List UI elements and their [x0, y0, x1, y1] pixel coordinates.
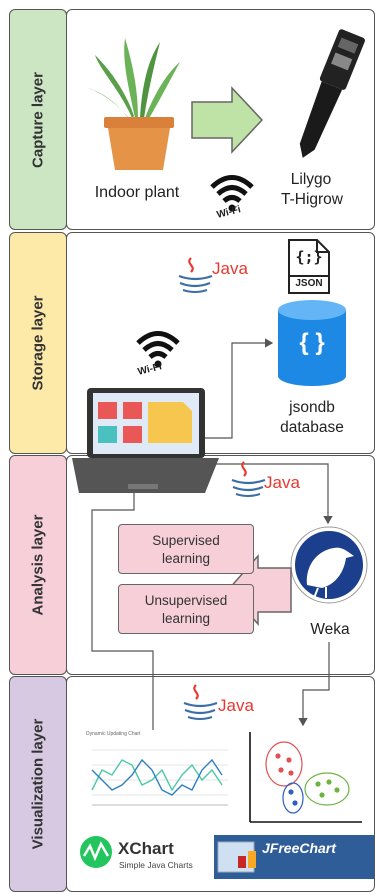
laptop-icon [72, 388, 219, 493]
xchart-subtitle: Simple Java Charts [119, 860, 193, 870]
unsupervised-label-line1: Unsupervised [144, 593, 228, 608]
connector-db-weka [205, 463, 333, 525]
device-label-line1: Lilygo [290, 171, 332, 188]
supervised-label-line2: learning [161, 550, 211, 566]
unsupervised-label-line2: learning [161, 610, 211, 626]
device-label-line2: T-Higrow [280, 191, 343, 208]
database-icon [278, 300, 346, 386]
xchart-name: XChart [118, 839, 174, 858]
java-label-analysis: Java [264, 473, 300, 492]
database-label-line2: database [280, 419, 344, 436]
wifi-icon-storage [136, 331, 180, 368]
storage-layer-tab: Storage layer [9, 232, 67, 454]
analysis-layer-tab: Analysis layer [9, 455, 67, 675]
arrow-right-icon [191, 86, 264, 154]
database-glyph: { } [299, 329, 325, 356]
xchart-logo-icon [80, 836, 112, 868]
line-chart-thumbnail [82, 730, 232, 812]
supervised-learning-box: Supervised learning [118, 524, 254, 574]
jfreechart-name: JFreeChart [262, 840, 336, 856]
supervised-label-line1: Supervised [152, 533, 220, 548]
java-logo-storage [178, 257, 213, 293]
connector-laptop-chart [91, 493, 158, 739]
connector-weka-scatter [298, 642, 330, 727]
unsupervised-learning-box: Unsupervised learning [118, 584, 254, 634]
weka-label: Weka [310, 621, 350, 638]
java-logo-analysis [231, 461, 266, 497]
database-label-line1: jsondb [289, 399, 335, 416]
json-file-label: JSON [295, 278, 323, 289]
wifi-icon-capture [210, 175, 254, 212]
plant-icon [88, 38, 180, 170]
cluster-scatter-thumbnail [249, 732, 362, 823]
chart-thumbnail-title: Dynamic Updating Chart [86, 731, 141, 737]
jfreechart-logo-icon [214, 835, 374, 879]
capture-layer-tab: Capture layer [9, 9, 67, 230]
java-logo-visualization [183, 684, 218, 720]
connector-laptop-db [205, 338, 274, 439]
json-file-icon [288, 239, 330, 294]
java-label-visualization: Java [218, 696, 254, 715]
sensor-device-icon [299, 29, 365, 158]
indoor-plant-label: Indoor plant [94, 184, 180, 201]
json-braces-glyph: {;} [295, 248, 323, 266]
weka-logo-icon [290, 526, 368, 604]
java-label-storage: Java [212, 259, 248, 278]
